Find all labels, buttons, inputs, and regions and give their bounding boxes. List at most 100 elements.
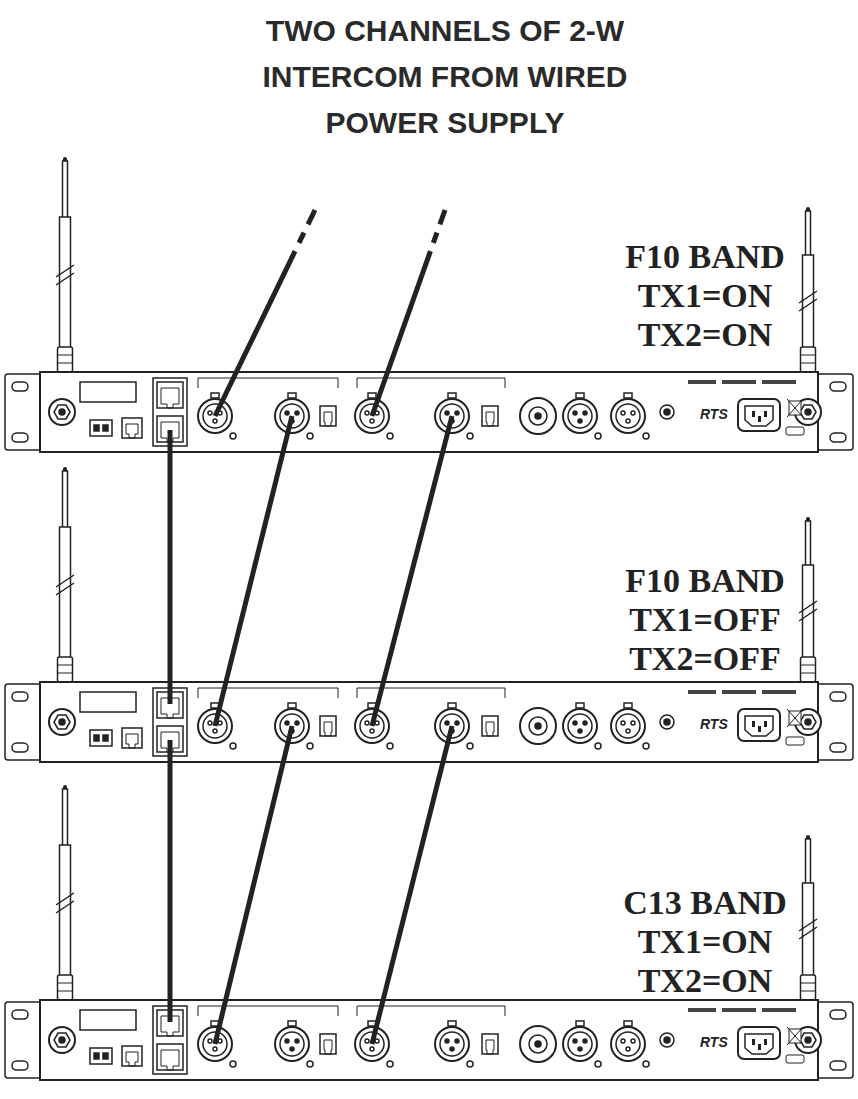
panel-screw [307,1061,313,1067]
inlet-pin [764,1039,767,1045]
inlet-pin [758,726,761,732]
xlr-pin [631,411,635,415]
jack-socket [660,405,674,419]
xlr-pin [450,1047,454,1051]
vent-slot [688,1008,716,1012]
display-window [80,1010,136,1030]
rj45-jack [320,406,336,426]
rj45-jack [157,382,183,408]
xlr-female [611,709,645,743]
feed-cable [308,210,315,224]
rj45-jack [482,1034,498,1054]
xlr-pin [573,1039,577,1043]
xlr-insert [616,404,640,428]
rj45-jack [320,1034,336,1054]
brand-logo: RTS [700,406,728,422]
diagram-title: TWO CHANNELS OF 2-W INTERCOM FROM WIRED … [225,8,665,146]
panel-screw [230,1061,236,1067]
xlr-insert [568,1032,592,1056]
bnc-connector [49,709,75,735]
brand-logo: RTS [700,716,728,732]
cable [226,762,284,1000]
rj45-socket [161,1050,179,1070]
xlr-latch [624,703,632,708]
power-inlet [738,709,780,741]
xlr-insert [568,404,592,428]
bnc-nut [54,1033,70,1047]
relay-connector [90,730,112,746]
panel-screw [307,743,313,749]
feed-cable [299,233,304,243]
panel-screw [230,433,236,439]
antenna [56,157,74,372]
inlet-pin [764,411,767,417]
xlr-pin [445,1039,449,1043]
cable-run [372,682,383,726]
panel-screw [387,743,393,749]
panel-screw [230,743,236,749]
vent-slot [762,1008,796,1012]
power-inlet [738,1027,780,1059]
xlr-pin [445,721,449,725]
jack-socket [660,715,674,729]
cable-run [168,682,173,704]
panel-screw [643,1061,649,1067]
xlr-pin [573,411,577,415]
channel-bracket [198,1006,338,1016]
xlr-pin [213,1047,217,1051]
xlr-pin [583,411,587,415]
xlr-pin [445,411,449,415]
band-label: F10 BANDTX1=ONTX2=ON [625,237,785,354]
cable [383,762,443,1000]
mount-slot [12,1010,28,1019]
xlr-pin [455,411,459,415]
xlr-pin [285,411,289,415]
bnc-pin [805,719,811,725]
bnc-pin [59,409,65,415]
panel-screw [595,433,601,439]
cable-run [168,740,173,762]
xlr-latch [288,1021,296,1026]
band-setting: TX2=ON [625,315,785,354]
xlr-insert [440,1032,464,1056]
band-label: F10 BANDTX1=OFFTX2=OFF [625,561,785,678]
vent-slot [762,380,796,384]
xlr-female [611,399,645,433]
xlr-latch [288,703,296,708]
vent-slot [722,380,756,384]
xlr-pin [208,1039,212,1043]
xlr-pin [213,729,217,733]
relay-pin [103,1053,108,1059]
xlr-insert [568,714,592,738]
xlr-male [435,1027,469,1061]
xlr-pin [295,411,299,415]
rj45-socket [324,722,332,736]
bnc-connector [49,1027,75,1053]
inlet-pin [752,411,755,417]
rack-panel [5,1000,853,1080]
rj45-socket [486,412,494,426]
band-setting: F10 BAND [625,561,785,600]
panel-screw [307,433,313,439]
xlr-pin [578,729,582,733]
rj45-jack [320,716,336,736]
inlet-socket [745,1034,773,1054]
vent-slot [722,1008,756,1012]
cable-run [372,1000,383,1044]
mount-slot [12,1061,28,1070]
channel-bracket [198,688,338,698]
combo-jack [520,708,556,744]
relay-pin [103,735,108,741]
xlr-pin [583,1039,587,1043]
mount-slot [830,382,846,391]
rack-panel [5,372,853,452]
rj45-jack [482,406,498,426]
xlr-insert [280,1032,304,1056]
bnc-connector [49,399,75,425]
xlr-male [563,709,597,743]
rack-unit: F10 BANDTX1=OFFTX2=OFFRTS [5,682,853,762]
vent-slot [688,690,716,694]
xlr-pin [626,1047,630,1051]
rack-panel [5,682,853,762]
xlr-female [611,1027,645,1061]
